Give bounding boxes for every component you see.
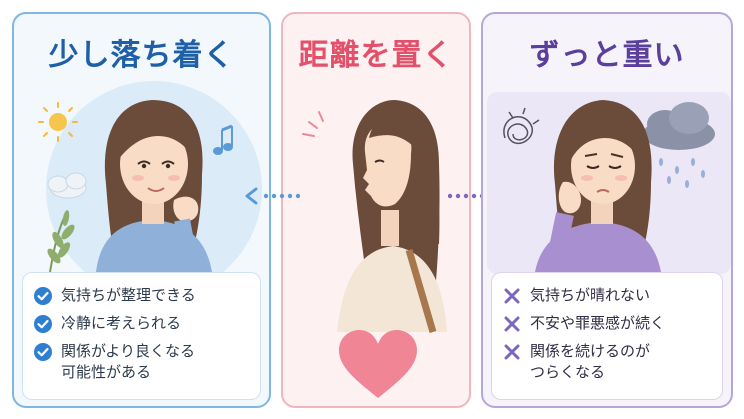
list-item-text: 気持ちが晴れない (530, 286, 651, 304)
list-item-text: 関係を続けるのが つらくなる (530, 342, 651, 381)
benefit-list: 気持ちが整理できる 冷静に考えられる 関係がより良くなる 可能性がある (22, 272, 261, 400)
panel-stays-heavy: ずっと重い (481, 12, 733, 408)
sad-woman (535, 100, 661, 274)
arrow-left-icon (245, 187, 300, 205)
list-item: 気持ちが整理できる (33, 285, 250, 306)
panel-calm-down: 少し落ち着く (12, 12, 271, 408)
x-mark-icon (504, 316, 520, 332)
list-item-text: 冷静に考えられる (61, 314, 182, 332)
x-mark-icon (504, 288, 520, 304)
list-item: 関係がより良くなる 可能性がある (33, 341, 250, 383)
panel-title-calm: 少し落ち着く (48, 38, 235, 73)
leaf-icon (47, 210, 75, 273)
distance-woman-illustration (302, 100, 447, 398)
x-mark-icon (504, 344, 520, 360)
list-item-text: 不安や罪悪感が続く (530, 314, 666, 332)
panel-title-distance: 距離を置く (298, 38, 454, 73)
heavy-woman-illustration (487, 92, 731, 274)
sun-icon (38, 102, 78, 142)
list-item: 不安や罪悪感が続く (502, 313, 712, 334)
check-circle-icon (34, 315, 52, 333)
list-item-text: 関係がより良くなる 可能性がある (61, 342, 195, 381)
rain-cloud-icon (643, 102, 715, 188)
scribble-icon (503, 107, 540, 145)
list-item: 関係を続けるのが つらくなる (502, 341, 712, 383)
music-note-icon (213, 124, 233, 155)
list-item: 気持ちが晴れない (502, 285, 712, 306)
drawback-list: 気持ちが晴れない 不安や罪悪感が続く 関係を続けるのが つらくなる (491, 272, 723, 400)
check-circle-icon (34, 343, 52, 361)
list-item: 冷静に考えられる (33, 313, 250, 334)
surprise-lines-icon (302, 111, 324, 137)
check-circle-icon (34, 287, 52, 305)
list-item-text: 気持ちが整理できる (61, 286, 196, 304)
cloud-icon (47, 172, 87, 199)
panel-title-heavy: ずっと重い (529, 38, 685, 73)
profile-woman (337, 100, 447, 333)
calm-woman-illustration (38, 81, 262, 274)
heart-icon (339, 330, 417, 398)
calm-woman (96, 100, 212, 274)
panel-keep-distance: 距離を置く (281, 12, 471, 408)
